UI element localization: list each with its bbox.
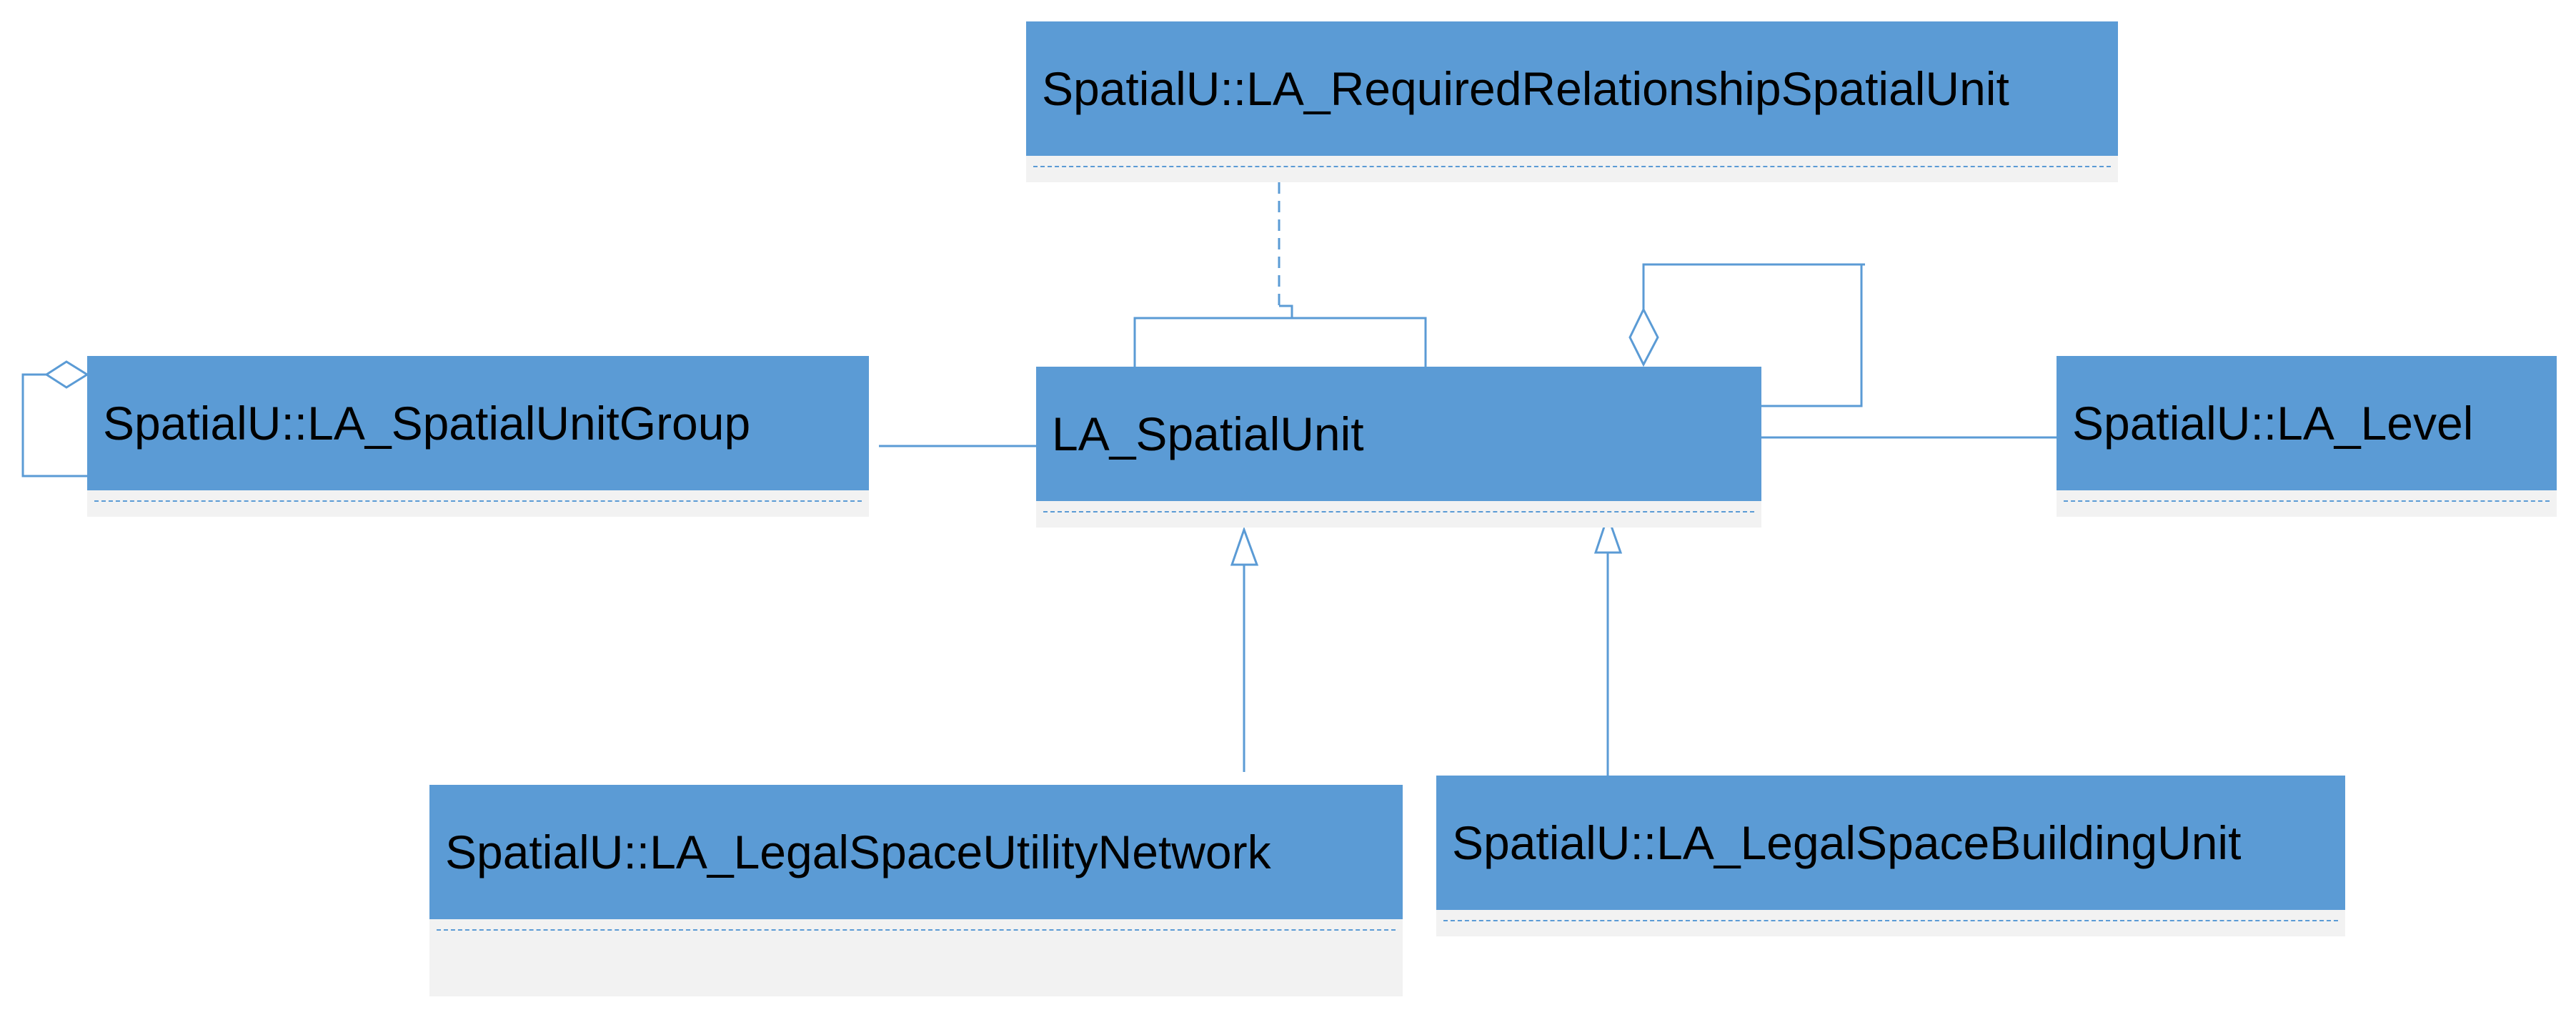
class-spatial-unit-group[interactable]: SpatialU::LA_SpatialUnitGroup [87, 356, 869, 517]
class-name: SpatialU::LA_RequiredRelationshipSpatial… [1042, 62, 2009, 115]
class-attributes-compartment [1036, 501, 1761, 528]
class-required-relationship-spatial-unit[interactable]: SpatialU::LA_RequiredRelationshipSpatial… [1026, 21, 2118, 182]
class-attributes-compartment [2057, 490, 2557, 517]
compartment-separator [1043, 511, 1754, 513]
class-attributes-compartment [429, 919, 1403, 996]
class-name: SpatialU::LA_LegalSpaceBuildingUnit [1452, 816, 2242, 869]
class-spatial-unit[interactable]: LA_SpatialUnit [1036, 367, 1761, 528]
class-header: LA_SpatialUnit [1036, 367, 1761, 501]
compartment-separator [1033, 166, 2111, 167]
class-attributes-compartment [87, 490, 869, 517]
class-level[interactable]: SpatialU::LA_Level [2057, 356, 2557, 517]
buildingunit-generalization-arrowhead [1593, 513, 1623, 554]
class-legal-space-building-unit[interactable]: SpatialU::LA_LegalSpaceBuildingUnit [1436, 776, 2345, 936]
class-attributes-compartment [1436, 910, 2345, 936]
class-attributes-compartment [1026, 156, 2118, 182]
class-name: SpatialU::LA_Level [2072, 397, 2474, 450]
spatialunit-aggregation-diamond [1628, 307, 1659, 367]
class-header: SpatialU::LA_SpatialUnitGroup [87, 356, 869, 490]
class-header: SpatialU::LA_LegalSpaceBuildingUnit [1436, 776, 2345, 910]
association-class-hook [1279, 304, 1293, 318]
class-header: SpatialU::LA_Level [2057, 356, 2557, 490]
class-header: SpatialU::LA_RequiredRelationshipSpatial… [1026, 21, 2118, 156]
class-header: SpatialU::LA_LegalSpaceUtilityNetwork [429, 785, 1403, 919]
group-aggregation-diamond [44, 360, 89, 389]
class-legal-space-utility-network[interactable]: SpatialU::LA_LegalSpaceUtilityNetwork [429, 785, 1403, 996]
utilitynetwork-generalization-arrowhead [1230, 526, 1259, 566]
group-self-aggregation-line[interactable] [21, 373, 87, 477]
compartment-separator [2064, 500, 2550, 502]
class-name: SpatialU::LA_SpatialUnitGroup [103, 397, 751, 450]
class-name: SpatialU::LA_LegalSpaceUtilityNetwork [445, 826, 1271, 878]
compartment-separator [437, 929, 1396, 931]
compartment-separator [1443, 920, 2338, 921]
class-name: LA_SpatialUnit [1052, 407, 1364, 460]
compartment-separator [94, 500, 862, 502]
